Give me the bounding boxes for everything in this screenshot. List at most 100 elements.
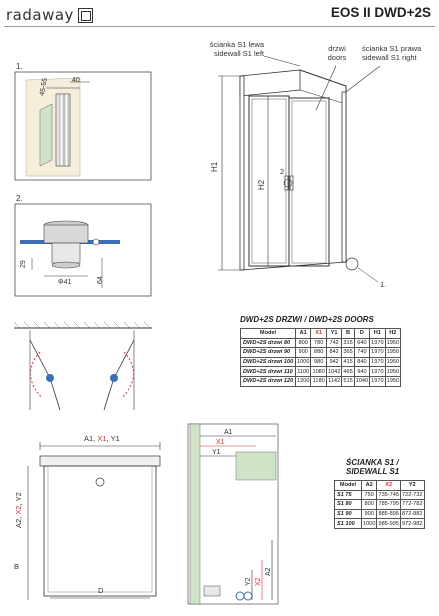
- table-row: S1 80 800 785-795 772-782: [334, 499, 425, 510]
- table-cell: 1970: [369, 356, 386, 368]
- doors-col-a1: A1: [294, 328, 312, 339]
- doors-col-h1: H1: [369, 328, 386, 339]
- doors-col-y1: Y1: [325, 328, 343, 339]
- table-row: DWD+2S drzwi 80 800 780 742 315 640 1970…: [240, 337, 402, 349]
- detail-2-label: 2.: [16, 194, 23, 203]
- table-cell: 722-732: [399, 489, 425, 501]
- table-cell: 785-795: [376, 499, 401, 510]
- detail-x2: X2: [255, 577, 262, 586]
- sidewall-table-header-row: Model A2 X2 Y2: [334, 480, 425, 491]
- table-cell: 885-895: [376, 508, 401, 520]
- callout-doors: drzwi doors: [321, 44, 353, 62]
- detail-y1: Y1: [212, 449, 221, 456]
- table-cell: 942: [325, 356, 343, 368]
- table-cell: 1180: [310, 375, 327, 387]
- table-cell: 1042: [325, 366, 343, 377]
- callout-sidewall-left-en: sidewall S1 left: [213, 49, 264, 58]
- dim-b: B: [14, 562, 20, 571]
- table-row: DWD+2S drzwi 120 1200 1180 1142 515 1040…: [240, 375, 402, 387]
- table-cell: 780: [310, 337, 327, 349]
- table-cell: DWD+2S drzwi 80: [240, 337, 296, 349]
- detail-1-label: 1.: [16, 62, 23, 71]
- detail-1-value: 40: [72, 77, 80, 84]
- table-cell: S1 90: [334, 508, 362, 520]
- doors-table: Model A1 X1 Y1 B D H1 H2 DWD+2S drzwi 80…: [240, 328, 402, 387]
- callout-sidewall-left-pl: ścianka S1 lewa: [209, 40, 264, 49]
- table-cell: 840: [353, 356, 371, 368]
- table-cell: 985-995: [376, 518, 401, 529]
- table-cell: 315: [341, 337, 355, 349]
- hinge-marker-label: 2: [280, 167, 285, 176]
- table-cell: 872-882: [399, 508, 425, 520]
- table-cell: 1000: [294, 356, 312, 368]
- table-cell: 1950: [384, 347, 402, 358]
- sidewall-col-y2: Y2: [399, 480, 425, 491]
- table-cell: 1950: [384, 337, 402, 349]
- doors-col-x1: X1: [310, 328, 327, 339]
- dim-x1: X1: [97, 434, 107, 443]
- table-cell: 515: [341, 375, 355, 387]
- sidewall-table: Model A2 X2 Y2 S1 75 750 735-745 722-732…: [334, 480, 425, 529]
- table-cell: 1000: [360, 518, 378, 529]
- table-row: DWD+2S drzwi 100 1000 980 942 415 840 19…: [240, 356, 402, 368]
- detail-a2: A2: [265, 567, 272, 576]
- table-cell: DWD+2S drzwi 110: [240, 366, 296, 377]
- sidewall-col-model: Model: [334, 480, 362, 491]
- table-cell: 1970: [369, 337, 386, 349]
- dim-d: D: [98, 586, 104, 595]
- callout-sidewall-left: ścianka S1 lewa sidewall S1 left: [198, 40, 264, 58]
- page-title: EOS II DWD+2S: [330, 5, 431, 20]
- table-row: DWD+2S drzwi 110 1100 1080 1042 465 940 …: [240, 366, 402, 377]
- table-cell: 1950: [384, 375, 402, 387]
- table-cell: 1142: [325, 375, 343, 387]
- doors-col-h2: H2: [384, 328, 402, 339]
- doors-col-d: D: [353, 328, 371, 339]
- callout-sidewall-right-en: sidewall S1 right: [362, 53, 417, 62]
- table-cell: 1100: [294, 366, 312, 377]
- logo-mark-icon: [77, 7, 93, 23]
- detail-y2: Y2: [245, 577, 252, 586]
- table-row: DWD+2S drzwi 90 900 880 842 365 740 1970…: [240, 347, 402, 358]
- table-cell: 1970: [369, 375, 386, 387]
- table-cell: 465: [341, 366, 355, 377]
- table-cell: 415: [341, 356, 355, 368]
- table-cell: 940: [353, 366, 371, 377]
- table-cell: 640: [353, 337, 371, 349]
- table-cell: 800: [294, 337, 312, 349]
- sidewall-table-title-en: SIDEWALL S1: [346, 467, 400, 476]
- table-row: S1 75 750 735-745 722-732: [334, 489, 425, 501]
- callout-sidewall-right-pl: ścianka S1 prawa: [362, 44, 422, 53]
- table-cell: 772-782: [399, 499, 425, 510]
- doors-col-model: Model: [240, 328, 296, 339]
- table-cell: 1950: [384, 366, 402, 377]
- header-divider: [4, 26, 435, 27]
- callout-doors-en: doors: [327, 53, 347, 62]
- table-cell: 740: [353, 347, 371, 358]
- table-cell: 1080: [310, 366, 327, 377]
- table-cell: 880: [310, 347, 327, 358]
- dim-y1: Y1: [110, 434, 120, 443]
- table-cell: S1 100: [334, 518, 362, 529]
- table-cell: 735-745: [376, 489, 401, 501]
- dim-a1: A1: [84, 434, 94, 443]
- detail-marker-label: 1.: [380, 280, 387, 289]
- table-cell: 1950: [384, 356, 402, 368]
- doors-table-title: DWD+2S DRZWI / DWD+2S DOORS: [240, 315, 374, 324]
- table-cell: 1040: [353, 375, 371, 387]
- logo-text: radaway: [6, 6, 74, 24]
- table-cell: 972-982: [399, 518, 425, 529]
- table-cell: 1970: [369, 366, 386, 377]
- table-cell: DWD+2S drzwi 90: [240, 347, 296, 358]
- sidewall-table-title-pl: ŚCIANKA S1 /: [346, 458, 399, 467]
- table-cell: S1 80: [334, 499, 362, 510]
- table-cell: 742: [325, 337, 343, 349]
- sidewall-table-title: ŚCIANKA S1 / SIDEWALL S1: [346, 458, 399, 476]
- doors-table-header-row: Model A1 X1 Y1 B D H1 H2: [240, 328, 402, 339]
- sidewall-col-a2: A2: [360, 480, 378, 491]
